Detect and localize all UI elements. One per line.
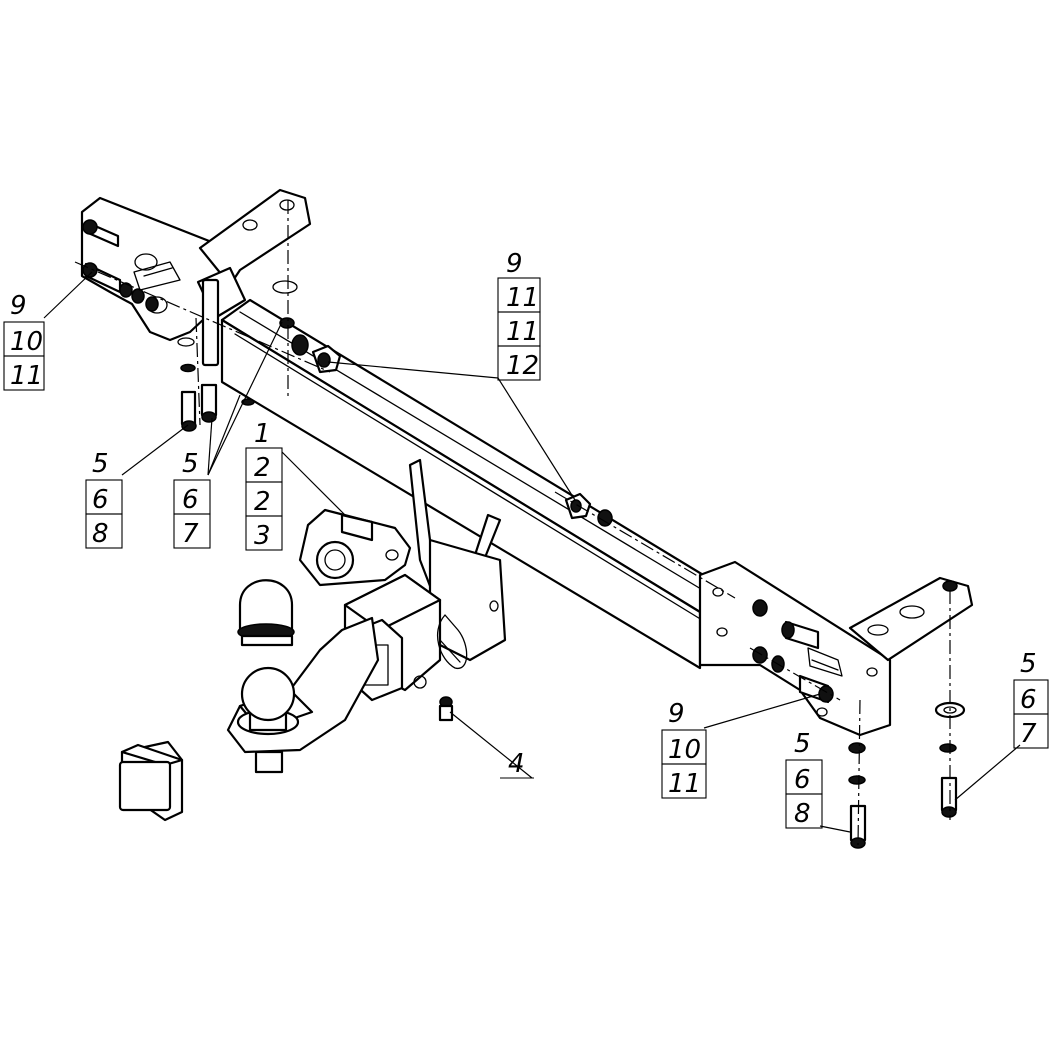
pin-bolt bbox=[438, 696, 454, 722]
callout-number: 11 bbox=[506, 317, 539, 347]
callout-number: 1 bbox=[254, 419, 271, 449]
callout-number: 11 bbox=[668, 769, 701, 799]
callout-right-bolt-b: 5 6 7 bbox=[1013, 649, 1049, 749]
callout-number: 7 bbox=[182, 519, 199, 549]
callout-number: 5 bbox=[92, 449, 109, 479]
callout-number: 6 bbox=[794, 765, 811, 795]
callout-number: 4 bbox=[508, 749, 525, 779]
right-mounting-bracket bbox=[698, 560, 974, 737]
callout-number: 8 bbox=[794, 799, 811, 829]
callout-number: 8 bbox=[92, 519, 109, 549]
callout-number: 2 bbox=[254, 453, 271, 483]
spare-tow-ball bbox=[237, 579, 295, 647]
hitch-receiver bbox=[343, 458, 507, 702]
callout-number: 3 bbox=[254, 521, 271, 551]
callout-socket-plate: 1 2 2 3 bbox=[245, 419, 283, 551]
center-lines bbox=[74, 200, 951, 846]
callout-pin-bolt: 4 bbox=[500, 749, 534, 779]
callout-number: 10 bbox=[10, 327, 43, 357]
hitch-pin-clip bbox=[436, 614, 468, 669]
callout-number: 5 bbox=[1020, 649, 1037, 679]
tow-ball bbox=[226, 616, 380, 774]
callout-number: 9 bbox=[506, 249, 523, 279]
callout-left-bolt-b: 5 6 7 bbox=[173, 449, 211, 549]
left-mounting-bracket bbox=[80, 188, 312, 367]
callout-right-bolt-a: 5 6 8 bbox=[785, 729, 823, 829]
callout-number: 9 bbox=[668, 699, 685, 729]
leader-lines bbox=[43, 271, 1021, 833]
callout-number: 6 bbox=[182, 485, 199, 515]
receiver-cap bbox=[118, 740, 184, 822]
callout-number: 5 bbox=[182, 449, 199, 479]
socket-plate bbox=[298, 508, 412, 587]
callout-number: 6 bbox=[92, 485, 109, 515]
callout-beam-fasteners: 9 11 11 12 bbox=[497, 249, 541, 381]
callout-left-bracket: 9 10 11 bbox=[3, 291, 45, 391]
callout-number: 5 bbox=[794, 729, 811, 759]
callout-number: 9 bbox=[10, 291, 27, 321]
callout-number: 6 bbox=[1020, 685, 1037, 715]
callout-number: 11 bbox=[10, 361, 43, 391]
callout-number: 7 bbox=[1020, 719, 1037, 749]
callout-number: 11 bbox=[506, 283, 539, 313]
callout-left-bolt-a: 5 6 8 bbox=[85, 449, 123, 549]
callout-number: 2 bbox=[254, 487, 271, 517]
callout-number: 10 bbox=[668, 735, 701, 765]
right-bracket-bolts bbox=[752, 580, 966, 849]
callout-number: 12 bbox=[506, 351, 539, 381]
callout-right-bracket: 9 10 11 bbox=[661, 699, 707, 799]
